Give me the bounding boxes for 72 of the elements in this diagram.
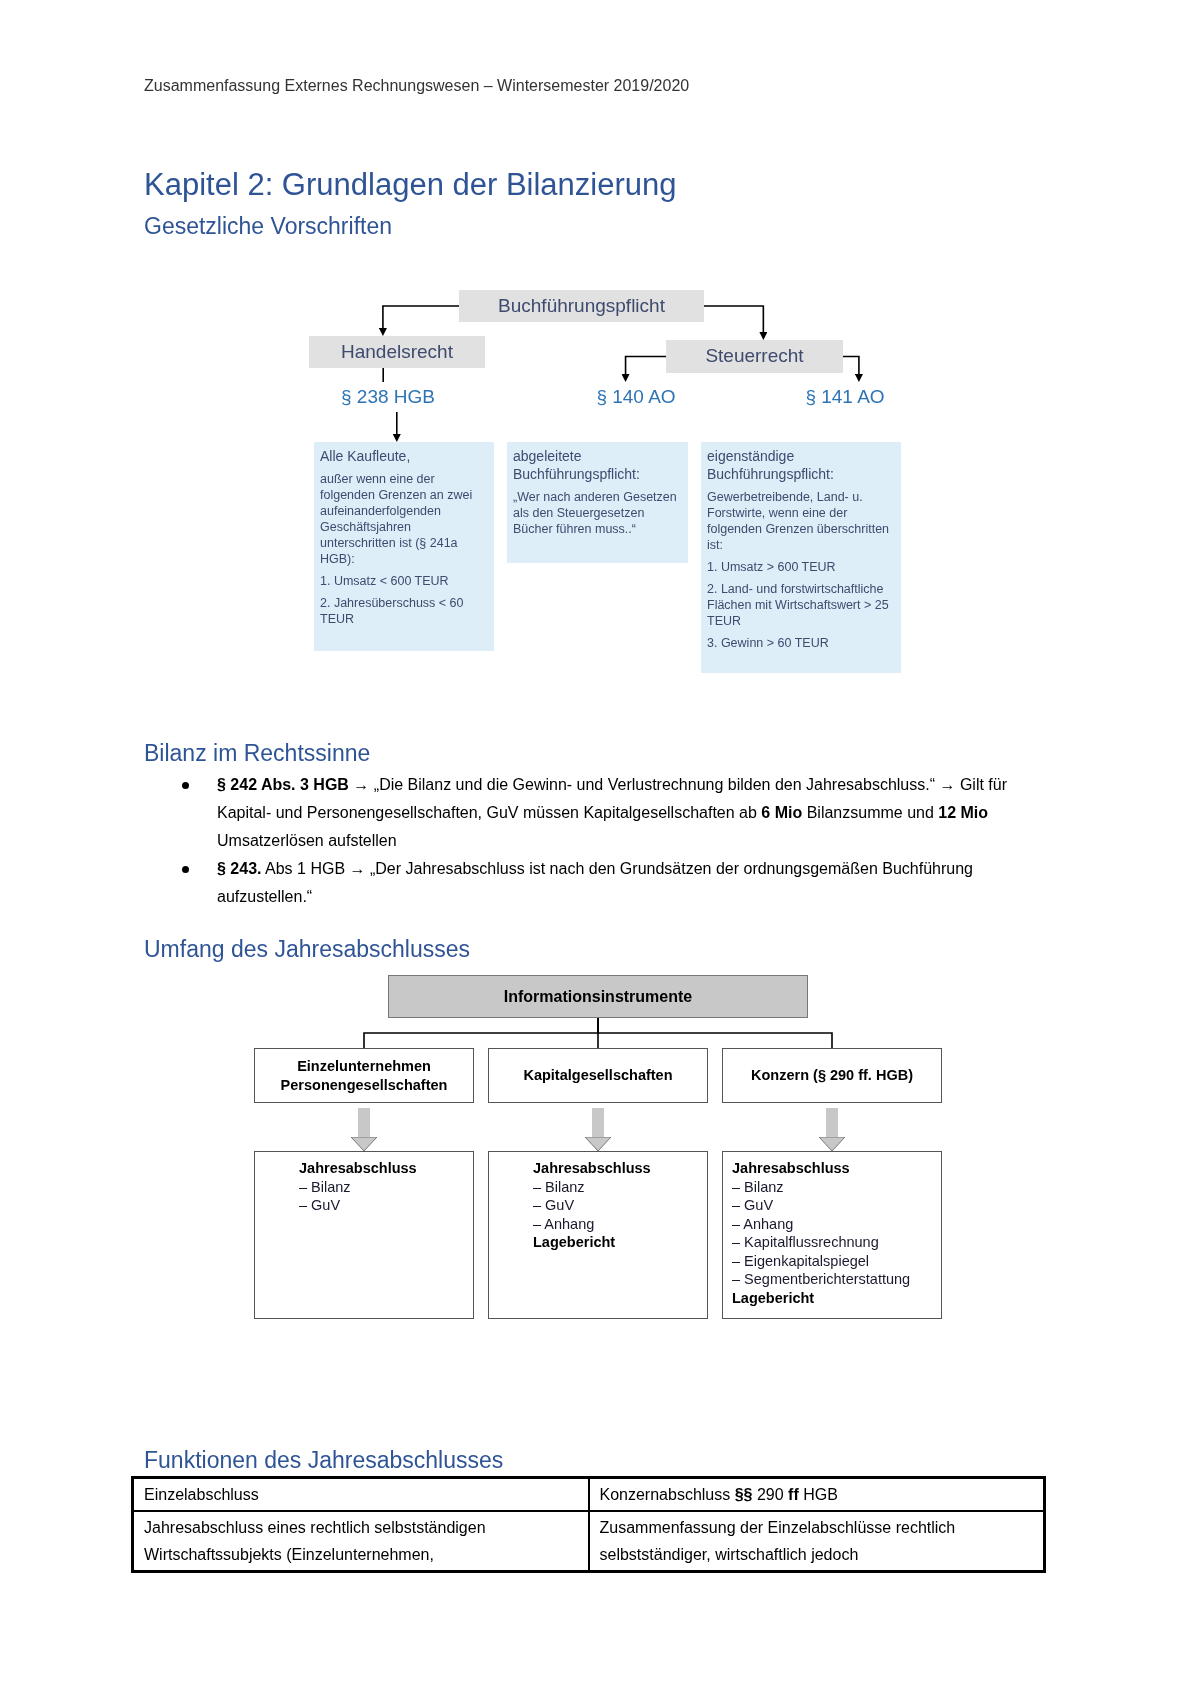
table-cell: Zusammenfassung der Einzelabschlüsse rechtlich selbstständiger, wirtschaftlich jedoch bbox=[588, 1511, 1044, 1571]
list-item: Lagebericht bbox=[732, 1288, 816, 1307]
connector-line bbox=[382, 367, 384, 383]
box-text: Alle Kaufleute, bbox=[320, 447, 412, 465]
box-text: abgeleitete Buchführungspflicht: bbox=[513, 447, 641, 483]
box-label: Steuerrecht bbox=[705, 344, 804, 369]
page-title: Kapitel 2: Grundlagen der Bilanzierung bbox=[144, 166, 677, 204]
box-text: 1. Umsatz < 600 TEUR bbox=[320, 573, 450, 589]
list-item: – GuV bbox=[533, 1196, 576, 1215]
connector-line bbox=[597, 1017, 833, 1049]
arrow bbox=[392, 411, 401, 442]
list-item: – Bilanz bbox=[533, 1177, 586, 1196]
table-cell: Einzelabschluss bbox=[133, 1478, 589, 1511]
box-label: Informationsinstrumente bbox=[503, 986, 693, 1007]
info-box bbox=[507, 442, 688, 563]
bullet-text: § 242 Abs. 3 HGB → „Die Bilanz und die Gewinn- und Verlustrechnung bilden den Jahresabschluss.“ → Gilt für Kapital- und Personengesellschaften, GuV müssen Kapitalgesellschaften ab 6 Mio Bilanzsumme und 12 Mio Umsatzerlösen aufstellen bbox=[217, 775, 1009, 851]
list-item: – GuV bbox=[299, 1196, 342, 1215]
arrow bbox=[703, 305, 768, 340]
category-box bbox=[488, 1048, 708, 1103]
arrow bbox=[378, 305, 460, 336]
box-text: außer wenn eine der folgenden Grenzen an zwei aufeinanderfolgenden Geschäftsjahren unterschritten ist (§ 241a HGB): bbox=[320, 471, 474, 567]
box-text: 2. Jahresüberschuss < 60 TEUR bbox=[320, 595, 465, 627]
box-text: „Wer nach anderen Gesetzen als den Steuergesetzen Bücher führen muss..“ bbox=[513, 489, 678, 537]
list-item: Jahresabschluss bbox=[533, 1159, 652, 1178]
bullet-text: § 243. Abs 1 HGB → „Der Jahresabschluss ist nach den Grundsätzen der ordnungsgemäßen Buchführung aufzustellen.“ bbox=[217, 859, 974, 907]
content-box bbox=[254, 1151, 474, 1319]
box-text: 3. Gewinn > 60 TEUR bbox=[707, 635, 830, 651]
heading-box bbox=[309, 336, 485, 368]
block-arrow bbox=[818, 1108, 846, 1152]
arrow bbox=[621, 355, 667, 382]
section-heading: Funktionen des Jahresabschlusses bbox=[144, 1446, 504, 1475]
content-box bbox=[488, 1151, 708, 1319]
list-item: – Kapitalflussrechnung bbox=[732, 1233, 880, 1252]
table-cell: Konzernabschluss §§ 290 ff HGB bbox=[588, 1478, 1044, 1511]
list-item: – Bilanz bbox=[299, 1177, 352, 1196]
box-label: Konzern (§ 290 ff. HGB) bbox=[751, 1066, 913, 1085]
list-item: – GuV bbox=[732, 1196, 775, 1215]
list-item: Lagebericht bbox=[533, 1233, 617, 1252]
table-cell: Jahresabschluss eines rechtlich selbstständigen Wirtschaftssubjekts (Einzelunternehmen, bbox=[133, 1511, 589, 1571]
list-item: – Anhang bbox=[533, 1214, 596, 1233]
section-heading: Umfang des Jahresabschlusses bbox=[144, 935, 470, 964]
block-arrow bbox=[350, 1108, 378, 1152]
heading-box bbox=[666, 340, 843, 373]
info-box bbox=[314, 442, 494, 651]
block-arrow bbox=[584, 1108, 612, 1152]
box-text: Gewerbetreibende, Land- u. Forstwirte, wenn eine der folgenden Grenzen überschritten ist: bbox=[707, 489, 891, 553]
section-reference: § 238 HGB bbox=[341, 384, 435, 409]
box-label: Buchführungspflicht bbox=[498, 293, 665, 318]
box-label: Kapitalgesellschaften bbox=[523, 1066, 673, 1085]
box-text: 2. Land- und forstwirtschaftliche Flächen mit Wirtschaftswert > 25 TEUR bbox=[707, 581, 890, 629]
content-box bbox=[722, 1151, 942, 1319]
box-text: 1. Umsatz > 600 TEUR bbox=[707, 559, 837, 575]
section-heading: Bilanz im Rechtssinne bbox=[144, 739, 371, 768]
info-box bbox=[701, 442, 901, 673]
section-reference: § 140 AO bbox=[596, 384, 676, 409]
box-label: Einzelunternehmen Personengesellschaften bbox=[279, 1056, 449, 1095]
box-label: Handelsrecht bbox=[341, 339, 453, 364]
section-heading: Gesetzliche Vorschriften bbox=[144, 212, 392, 241]
list-item: Jahresabschluss bbox=[299, 1159, 418, 1178]
section-reference: § 141 AO bbox=[805, 384, 885, 409]
box-text: eigenständige Buchführungspflicht: bbox=[707, 447, 835, 483]
list-item: – Segmentberichterstattung bbox=[732, 1270, 912, 1289]
list-item: Jahresabschluss bbox=[732, 1159, 851, 1178]
category-box bbox=[254, 1048, 474, 1103]
list-item: – Anhang bbox=[732, 1214, 795, 1233]
list-item: – Bilanz bbox=[732, 1177, 785, 1196]
header-box bbox=[388, 975, 808, 1018]
category-box bbox=[722, 1048, 942, 1103]
heading-box bbox=[459, 290, 704, 322]
page-header: Zusammenfassung Externes Rechnungswesen – Wintersemester 2019/2020 bbox=[144, 76, 690, 96]
list-item: – Eigenkapitalspiegel bbox=[732, 1251, 871, 1270]
arrow bbox=[842, 355, 863, 382]
